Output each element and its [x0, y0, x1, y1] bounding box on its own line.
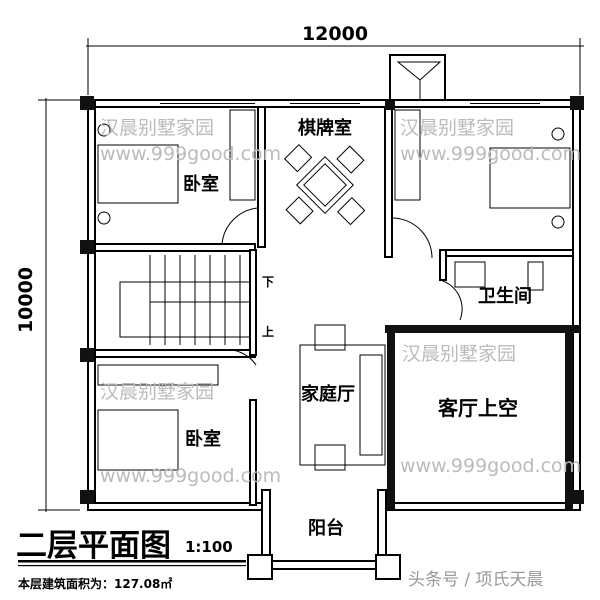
depth-dimension-label: 10000	[15, 267, 37, 333]
watermark-brand: 汉晨别墅家园	[100, 117, 214, 139]
watermark-brand: 汉晨别墅家园	[400, 117, 514, 139]
watermark-url: www.999good.com	[100, 465, 281, 487]
room-label-balcony: 阳台	[308, 517, 344, 539]
watermark-url: www.999good.com	[400, 455, 581, 477]
title-block: 二层平面图 1:100 本层建筑面积为：127.08㎡	[16, 528, 246, 591]
depth-dimension: 10000	[15, 98, 95, 512]
watermark-url: www.999good.com	[400, 143, 581, 165]
room-label-bedroom: 卧室	[185, 428, 221, 450]
watermark-brand: 汉晨别墅家园	[402, 343, 516, 365]
area-note: 本层建筑面积为：127.08㎡	[18, 576, 172, 591]
watermark-url: www.999good.com	[100, 143, 281, 165]
width-dimension: 12000	[86, 23, 584, 95]
room-label-chess-room: 棋牌室	[298, 117, 352, 139]
doors	[221, 207, 463, 366]
stair-down-label: 下	[262, 275, 274, 289]
drawing-title: 二层平面图	[16, 528, 171, 564]
stair-treads	[149, 255, 250, 345]
room-label-bathroom: 卫生间	[478, 285, 532, 307]
furniture	[97, 109, 571, 580]
room-labels: 卧室 棋牌室 卫生间 家庭厅 客厅上空 卧室 阳台 下 上	[183, 117, 532, 539]
drawing-scale: 1:100	[185, 538, 233, 556]
room-label-bedroom: 卧室	[183, 173, 219, 195]
room-label-living-void: 客厅上空	[437, 396, 518, 420]
walls	[80, 54, 584, 511]
watermark-brand: 汉晨别墅家园	[100, 381, 214, 403]
room-label-family-room: 家庭厅	[301, 383, 355, 405]
credit-text: 头条号 / 项氏天晨	[408, 570, 544, 590]
width-dimension-label: 12000	[302, 23, 368, 45]
watermarks: 汉晨别墅家园 www.999good.com 汉晨别墅家园 www.999goo…	[100, 117, 581, 487]
stair-up-label: 上	[262, 324, 274, 339]
